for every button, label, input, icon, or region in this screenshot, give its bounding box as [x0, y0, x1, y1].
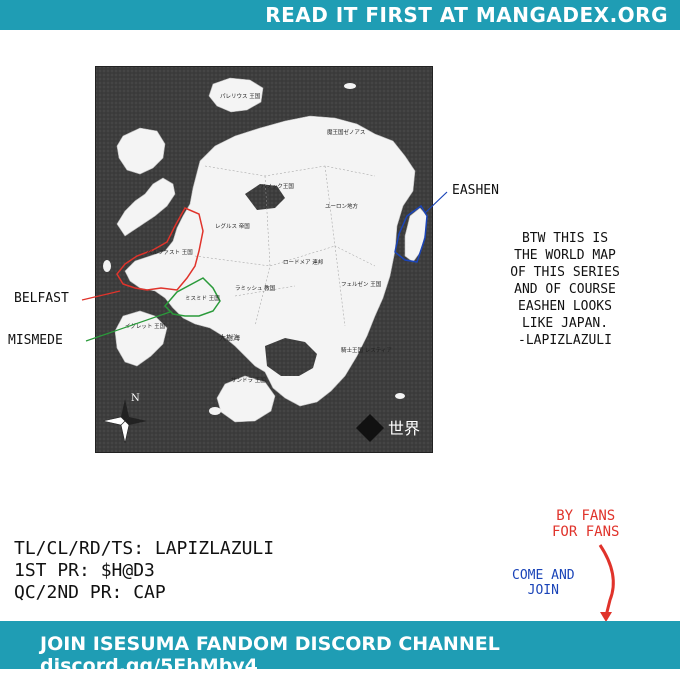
discord-invite-text[interactable]: JOIN ISESUMA FANDOM DISCORD CHANNEL disc…: [40, 633, 500, 677]
land-west-peninsula: [116, 177, 176, 237]
come-join-text: COME AND JOIN: [512, 568, 575, 598]
translator-note: BTW THIS IS THE WORLD MAP OF THIS SERIES…: [510, 231, 620, 348]
label-kishi: 騎士王国 レスティア: [341, 346, 392, 354]
credit-line: QC/2ND PR: CAP: [14, 582, 166, 603]
mismede-outline: [163, 277, 221, 317]
compass-n: N: [131, 393, 140, 404]
label-igret: イグレット 王国: [125, 322, 166, 330]
borders: [194, 165, 376, 327]
svg-text:世界: 世界: [388, 419, 420, 438]
mismede-label: MISMEDE: [8, 333, 63, 348]
inner-sea-north: [245, 184, 285, 210]
eashen-label: EASHEN: [452, 183, 499, 198]
label-eulon: ユーロン地方: [325, 202, 359, 210]
land-north-west: [116, 127, 166, 175]
land-main: [124, 115, 416, 407]
land-parerius: [208, 77, 264, 113]
island-4: [344, 83, 356, 89]
label-mismede: ミスミド 王国: [185, 295, 220, 302]
world-map: N 世界 パレリウス 王国 魔王国ゼノアス ハノック王国 ユーロン地方 レグルス…: [95, 66, 433, 453]
land-south: [216, 375, 276, 423]
label-maou: 魔王国ゼノアス: [327, 128, 365, 136]
credits-block: TL/CL/RD/TS: LAPIZLAZULI 1ST PR: $H@D3 Q…: [14, 538, 274, 604]
by-fans-text: BY FANS FOR FANS: [552, 508, 620, 540]
label-belfast: ベルファスト 王国: [147, 249, 193, 256]
label-parerius: パレリウス 王国: [220, 92, 261, 100]
label-sandora: サンドラ 王国: [231, 377, 266, 384]
label-felzen: フェルゼン 王国: [341, 280, 382, 288]
island-1: [209, 407, 221, 415]
credit-line: 1ST PR: $H@D3: [14, 560, 155, 581]
belfast-outline: [116, 207, 204, 291]
top-banner-text: READ IT FIRST AT MANGADEX.ORG: [265, 3, 668, 27]
island-3: [103, 260, 111, 272]
map-title: 世界: [356, 414, 420, 442]
eashen-outline: [394, 204, 428, 263]
bottom-banner[interactable]: JOIN ISESUMA FANDOM DISCORD CHANNEL disc…: [0, 621, 680, 677]
top-banner: READ IT FIRST AT MANGADEX.ORG: [0, 0, 680, 30]
label-roadmare: ロードメア 連邦: [283, 258, 324, 266]
label-daijukai: 大樹海: [219, 333, 240, 342]
label-regulus: レグルス 帝国: [215, 222, 250, 230]
compass-rose: N: [102, 393, 147, 444]
island-2: [395, 393, 405, 399]
belfast-label: BELFAST: [14, 291, 69, 306]
credit-line: TL/CL/RD/TS: LAPIZLAZULI: [14, 538, 275, 559]
label-ramissh: ラミッシュ 教国: [235, 284, 276, 292]
label-hanocks: ハノック王国: [261, 183, 294, 190]
inner-sea: [265, 338, 317, 376]
